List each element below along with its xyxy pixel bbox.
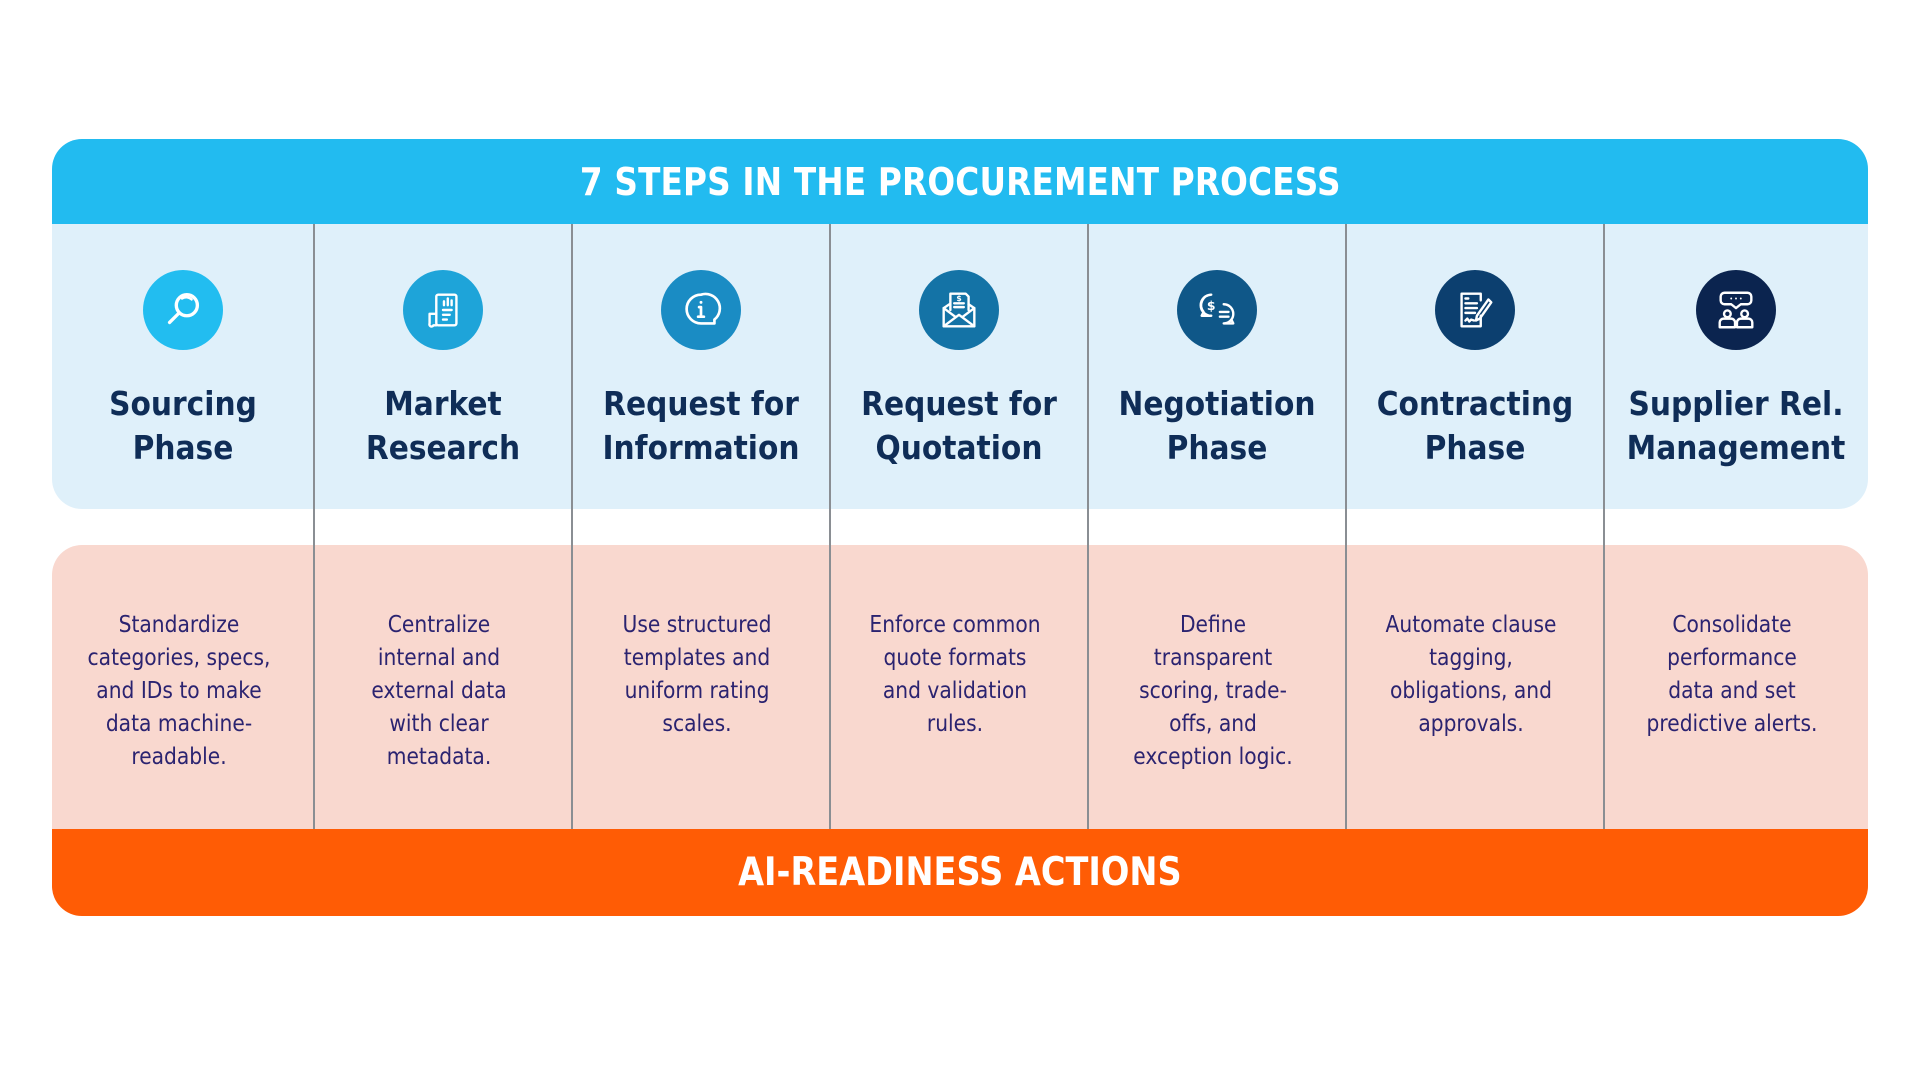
- step-column-rfi: Request for Information Use structured t…: [572, 224, 830, 829]
- step-title-line: Phase: [1424, 428, 1526, 467]
- step-action-line: Enforce common: [869, 612, 1041, 638]
- step-action-line: predictive alerts.: [1646, 711, 1818, 737]
- step-icon-circle: $: [1177, 270, 1257, 350]
- step-action-line: and IDs to make: [96, 678, 262, 704]
- step-action-line: readable.: [131, 744, 227, 770]
- step-action-line: tagging,: [1429, 645, 1513, 671]
- step-icon-circle: $: [919, 270, 999, 350]
- step-icon-circle: [661, 270, 741, 350]
- step-action-line: Consolidate: [1672, 612, 1792, 638]
- svg-text:$: $: [956, 294, 961, 303]
- step-action: Use structured templates and uniform rat…: [582, 609, 812, 741]
- step-title-line: Information: [602, 428, 800, 467]
- step-title: Supplier Rel. Management: [1604, 382, 1868, 470]
- step-action-line: scales.: [662, 711, 732, 737]
- negotiation-dollar-chat-icon: $: [1199, 293, 1235, 325]
- step-title-line: Phase: [132, 428, 234, 467]
- diagram-title: 7 STEPS IN THE PROCUREMENT PROCESS: [579, 159, 1341, 204]
- step-title-line: Supplier Rel.: [1628, 384, 1844, 423]
- step-action-line: categories, specs,: [87, 645, 271, 671]
- step-action: Enforce common quote formats and validat…: [840, 609, 1070, 741]
- footer-bar: AI-READINESS ACTIONS: [52, 829, 1868, 916]
- step-column-srm: Supplier Rel. Management Consolidate per…: [1604, 224, 1868, 829]
- step-title-line: Sourcing: [109, 384, 257, 423]
- step-action: Automate clause tagging, obligations, an…: [1356, 609, 1586, 741]
- contract-sign-pen-icon: [1460, 292, 1493, 328]
- step-action-line: rules.: [926, 711, 984, 737]
- step-action-line: performance: [1667, 645, 1797, 671]
- supplier-meeting-people-icon: [1718, 291, 1754, 329]
- step-title: Contracting Phase: [1346, 382, 1604, 470]
- column-divider: [829, 224, 831, 829]
- step-title: Request for Quotation: [830, 382, 1088, 470]
- step-action-line: obligations, and: [1389, 678, 1553, 704]
- step-action-line: internal and: [377, 645, 501, 671]
- step-action: Define transparent scoring, trade- offs,…: [1098, 609, 1328, 774]
- step-title: Negotiation Phase: [1088, 382, 1346, 470]
- column-divider: [1087, 224, 1089, 829]
- info-speech-bubble-icon: [685, 292, 722, 325]
- column-divider: [1345, 224, 1347, 829]
- step-title-line: Request for: [861, 384, 1057, 423]
- report-chart-document-icon: [428, 293, 458, 328]
- step-column-sourcing: Sourcing Phase Standardize categories, s…: [52, 224, 314, 829]
- step-action: Consolidate performance data and set pre…: [1614, 609, 1850, 741]
- column-divider: [571, 224, 573, 829]
- step-action: Standardize categories, specs, and IDs t…: [62, 609, 296, 774]
- step-action-line: Automate clause: [1385, 612, 1557, 638]
- step-title: Sourcing Phase: [52, 382, 314, 470]
- step-title-line: Request for: [603, 384, 799, 423]
- step-icon-circle: [1696, 270, 1776, 350]
- step-action-line: external data: [371, 678, 507, 704]
- step-action-line: data and set: [1668, 678, 1796, 704]
- quote-envelope-dollar-icon: $: [942, 292, 976, 328]
- step-column-rfq: $ Request for Quotation Enforce common q…: [830, 224, 1088, 829]
- step-action-line: with clear: [389, 711, 489, 737]
- actions-panel: [52, 545, 1868, 829]
- step-action-line: exception logic.: [1133, 744, 1293, 770]
- step-title-line: Phase: [1166, 428, 1268, 467]
- step-action-line: Standardize: [118, 612, 240, 638]
- actions-label: AI-READINESS ACTIONS: [738, 850, 1182, 895]
- step-column-negotiation: $ Negotiation Phase Define transparent s…: [1088, 224, 1346, 829]
- header-bar: 7 STEPS IN THE PROCUREMENT PROCESS: [52, 139, 1868, 224]
- column-divider: [1603, 224, 1605, 829]
- column-divider: [313, 224, 315, 829]
- step-title-line: Quotation: [875, 428, 1043, 467]
- step-action-line: and validation: [882, 678, 1028, 704]
- step-action-line: metadata.: [386, 744, 492, 770]
- step-action: Centralize internal and external data wi…: [324, 609, 554, 774]
- step-title: Market Research: [314, 382, 572, 470]
- step-column-market-research: Market Research Centralize internal and …: [314, 224, 572, 829]
- step-action-line: Centralize: [387, 612, 491, 638]
- step-action-line: scoring, trade-: [1139, 678, 1287, 704]
- step-title: Request for Information: [572, 382, 830, 470]
- step-column-contracting: Contracting Phase Automate clause taggin…: [1346, 224, 1604, 829]
- step-title-line: Contracting: [1376, 384, 1574, 423]
- step-icon-circle: [403, 270, 483, 350]
- step-action-line: uniform rating: [624, 678, 770, 704]
- step-action-line: Use structured: [622, 612, 772, 638]
- step-icon-circle: [143, 270, 223, 350]
- step-action-line: approvals.: [1418, 711, 1524, 737]
- step-action-line: transparent: [1153, 645, 1273, 671]
- step-action-line: templates and: [623, 645, 771, 671]
- step-title-line: Research: [365, 428, 521, 467]
- step-action-line: quote formats: [883, 645, 1027, 671]
- step-title-line: Negotiation: [1118, 384, 1316, 423]
- step-action-line: Define: [1179, 612, 1247, 638]
- step-icon-circle: [1435, 270, 1515, 350]
- step-title-line: Market: [384, 384, 502, 423]
- magnifier-search-icon: [167, 292, 200, 325]
- step-title-line: Management: [1626, 428, 1846, 467]
- step-action-line: offs, and: [1169, 711, 1257, 737]
- svg-text:$: $: [1207, 298, 1216, 313]
- step-action-line: data machine-: [105, 711, 253, 737]
